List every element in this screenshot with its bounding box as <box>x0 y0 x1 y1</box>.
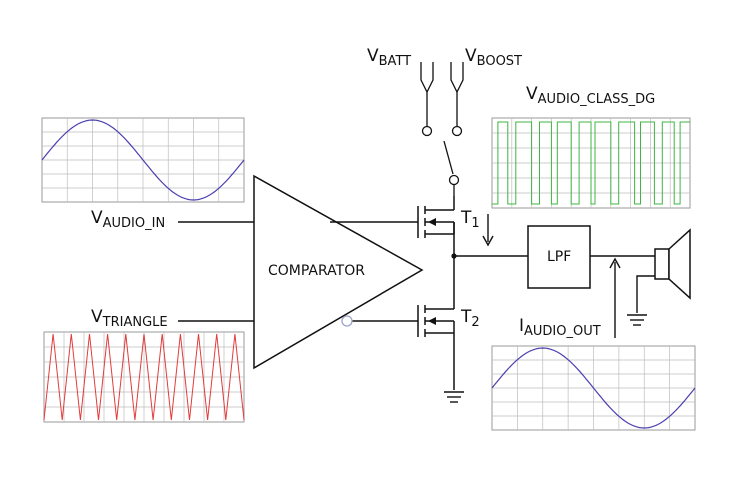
class-dg-arrow-icon <box>482 214 494 247</box>
comparator-triangle <box>253 174 424 370</box>
supply-switch <box>443 140 460 196</box>
t2-arrow-icon <box>428 317 436 325</box>
audio-out-plot-trace <box>491 347 696 429</box>
t2-label: T2 <box>461 307 480 330</box>
audio-in-label: VAUDIO_IN <box>91 208 165 231</box>
class-dg-plot-trace <box>492 121 690 205</box>
vboost-terminal <box>450 62 464 137</box>
t1-sub: 1 <box>471 216 480 231</box>
triangle-sub: TRIANGLE <box>102 315 168 330</box>
t2-transistor <box>417 256 455 390</box>
triangle-plot-trace <box>43 333 245 421</box>
audio-out-sub: AUDIO_OUT <box>524 324 601 339</box>
audio-in-sub: AUDIO_IN <box>102 216 166 231</box>
class-dg-sub: AUDIO_CLASS_DG <box>537 92 656 107</box>
waveform-plots <box>41 117 696 431</box>
vboost-label: VBOOST <box>465 46 522 69</box>
t2-main: T <box>461 307 472 327</box>
audio-in-plot-trace <box>41 119 245 201</box>
audio-out-label: IAUDIO_OUT <box>519 316 601 339</box>
speaker-icon <box>654 228 691 300</box>
lpf-label: LPF <box>547 249 572 265</box>
class-dg-main: V <box>526 84 538 104</box>
triangle-main: V <box>91 307 103 327</box>
vbatt-terminal <box>420 62 434 137</box>
class-dg-label: VAUDIO_CLASS_DG <box>526 84 655 107</box>
speaker-ground-icon <box>627 314 647 326</box>
t1-label: T1 <box>461 208 480 231</box>
lpf-block <box>527 225 591 289</box>
comparator-label: COMPARATOR <box>268 263 365 279</box>
audio-in-main: V <box>91 208 103 228</box>
vboost-main: V <box>465 46 477 66</box>
speaker-ground-wire <box>636 275 655 313</box>
ground-icon <box>444 391 464 403</box>
audio-out-main: I <box>519 316 525 336</box>
vboost-sub: BOOST <box>476 54 522 69</box>
inverter-bubble <box>341 315 353 327</box>
t1-arrow-icon <box>428 218 436 226</box>
t2-sub: 2 <box>471 315 480 330</box>
triangle-label: VTRIANGLE <box>91 307 168 330</box>
audio-out-arrow-icon <box>609 257 621 338</box>
vbatt-main: V <box>367 46 379 66</box>
vbatt-label: VBATT <box>367 46 411 69</box>
vbatt-sub: BATT <box>378 54 412 69</box>
t1-main: T <box>461 208 472 228</box>
